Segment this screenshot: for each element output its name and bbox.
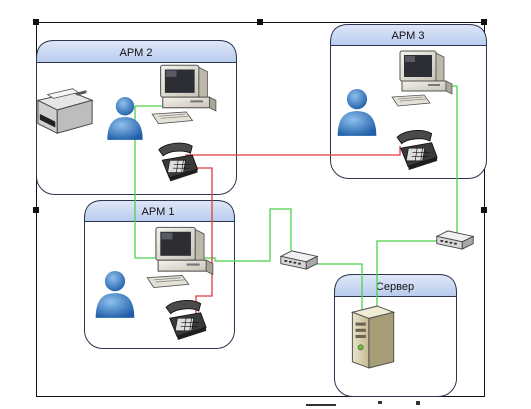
arm1-title: АРМ 1 xyxy=(142,206,175,218)
network-switch-icon xyxy=(436,230,474,250)
selection-handles xyxy=(33,19,487,213)
network-switch-icon xyxy=(280,250,318,270)
arm2-title: АРМ 2 xyxy=(120,47,153,59)
server-icon xyxy=(351,305,395,369)
server-title: Сервер xyxy=(376,281,414,293)
bottom-cropped-text xyxy=(306,401,420,406)
arm3-title: АРМ 3 xyxy=(392,30,425,42)
